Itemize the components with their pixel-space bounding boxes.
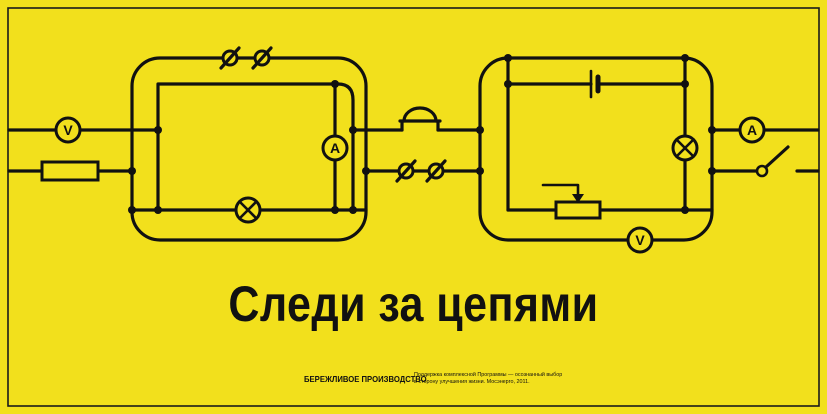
ammeter-label: A: [330, 140, 340, 156]
junction: [476, 167, 484, 175]
right-output-wires: [710, 128, 820, 173]
junction: [154, 126, 162, 134]
resistor-body: [40, 160, 100, 182]
switch-pivot: [755, 164, 769, 178]
resistor-icon: [40, 160, 100, 182]
rheostat-arrowhead: [572, 194, 584, 203]
left-lens-outer-loop: [130, 56, 368, 242]
bell-dome: [402, 106, 438, 123]
junction: [128, 206, 136, 214]
bell-icon: [398, 106, 442, 132]
terminal-slash: [251, 46, 273, 70]
brand-label: БЕРЕЖЛИВОЕ ПРОИЗВОДСТВО: [304, 374, 427, 384]
ammeter-icon: A: [738, 116, 766, 144]
lamp-cross: [675, 138, 695, 158]
terminal-slash: [219, 46, 241, 70]
headline: Следи за цепями: [228, 276, 599, 332]
junction: [504, 80, 512, 88]
terminal-slash: [395, 159, 417, 183]
junction: [154, 206, 162, 214]
ammeter-icon: A: [321, 134, 349, 162]
switch-icon: [755, 145, 790, 178]
terminal-icon: [251, 46, 273, 70]
junction: [504, 54, 512, 62]
junction: [681, 54, 689, 62]
junction: [476, 126, 484, 134]
lamp-icon: [671, 134, 699, 162]
voltmeter-body: [626, 226, 654, 254]
junction: [681, 206, 689, 214]
junction: [128, 167, 136, 175]
right-lens-outer-loop: [478, 56, 714, 242]
voltmeter-body: [54, 116, 82, 144]
battery-icon: [589, 69, 601, 99]
left-input-wires: [7, 128, 160, 173]
voltmeter-icon: V: [626, 226, 654, 254]
terminal-icon: [395, 159, 417, 183]
bridge: [351, 128, 482, 173]
poster-frame: [7, 7, 820, 407]
terminal-icon: [425, 159, 447, 183]
footnote: Поддержка комплексной Программы — осозна…: [414, 372, 574, 386]
junction: [349, 206, 357, 214]
junction: [681, 80, 689, 88]
ammeter-body: [321, 134, 349, 162]
rheostat-slider: [541, 183, 580, 198]
bell-base: [398, 119, 442, 132]
junction: [331, 80, 339, 88]
footnote-line: в сторону улучшения жизни. Мосэнерго, 20…: [414, 379, 530, 385]
lamp-icon: [234, 196, 262, 224]
switch-blade: [764, 145, 790, 169]
ammeter-body: [738, 116, 766, 144]
terminal-icon: [219, 46, 241, 70]
terminal-slash: [425, 159, 447, 183]
voltmeter-label: V: [63, 122, 73, 138]
lamp-cross: [238, 200, 258, 220]
footnote-line: Поддержка комплексной Программы — осозна…: [414, 372, 563, 378]
rheostat-body: [554, 200, 602, 220]
junction: [331, 206, 339, 214]
rheostat-icon: [541, 183, 602, 220]
ammeter-label: A: [747, 122, 757, 138]
voltmeter-icon: V: [54, 116, 82, 144]
voltmeter-label: V: [635, 232, 645, 248]
right-lens: [476, 54, 716, 242]
